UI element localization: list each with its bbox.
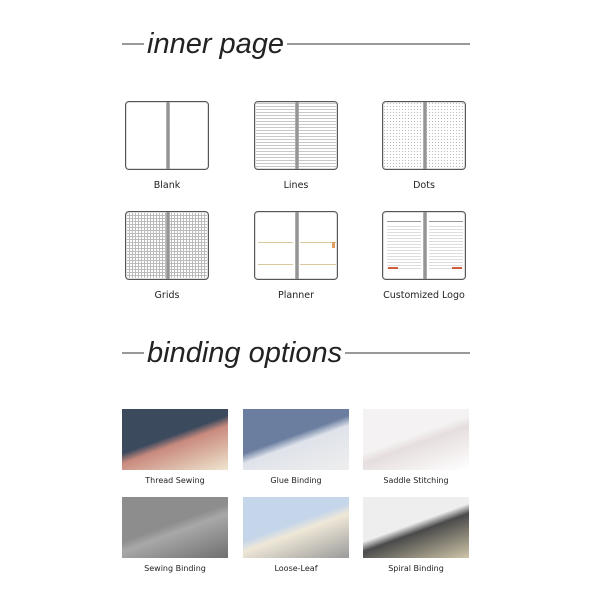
binding-photo (122, 497, 228, 558)
notebook-logo-illustration (382, 211, 466, 280)
notebook-dots-illustration (382, 101, 466, 170)
inner-page-label: Lines (283, 180, 309, 191)
inner-page-label: Dots (413, 180, 435, 191)
notebook-grids-illustration (125, 211, 209, 280)
binding-photo (363, 497, 469, 558)
inner-page-label: Customized Logo (383, 290, 465, 301)
inner-page-label: Grids (154, 290, 180, 301)
binding-options-heading: binding options (122, 335, 470, 371)
notebook-blank-illustration (125, 101, 209, 170)
binding-label: Sewing Binding (144, 564, 206, 573)
binding-photo (243, 497, 349, 558)
notebook-lines-illustration (254, 101, 338, 170)
binding-label: Spiral Binding (388, 564, 444, 573)
inner-page-label: Planner (278, 290, 314, 301)
binding-label: Thread Sewing (145, 476, 205, 485)
divider (122, 352, 144, 354)
binding-label: Glue Binding (270, 476, 322, 485)
binding-label: Loose-Leaf (274, 564, 318, 573)
binding-photo (243, 409, 349, 470)
divider (287, 43, 470, 45)
section-title: binding options (147, 336, 343, 369)
binding-photo (363, 409, 469, 470)
binding-photo (122, 409, 228, 470)
binding-label: Saddle Stitching (383, 476, 449, 485)
notebook-planner-illustration (254, 211, 338, 280)
divider (122, 43, 144, 45)
inner-page-heading: inner page (122, 26, 470, 62)
section-title: inner page (147, 27, 285, 60)
divider (345, 352, 470, 354)
inner-page-label: Blank (153, 180, 181, 191)
